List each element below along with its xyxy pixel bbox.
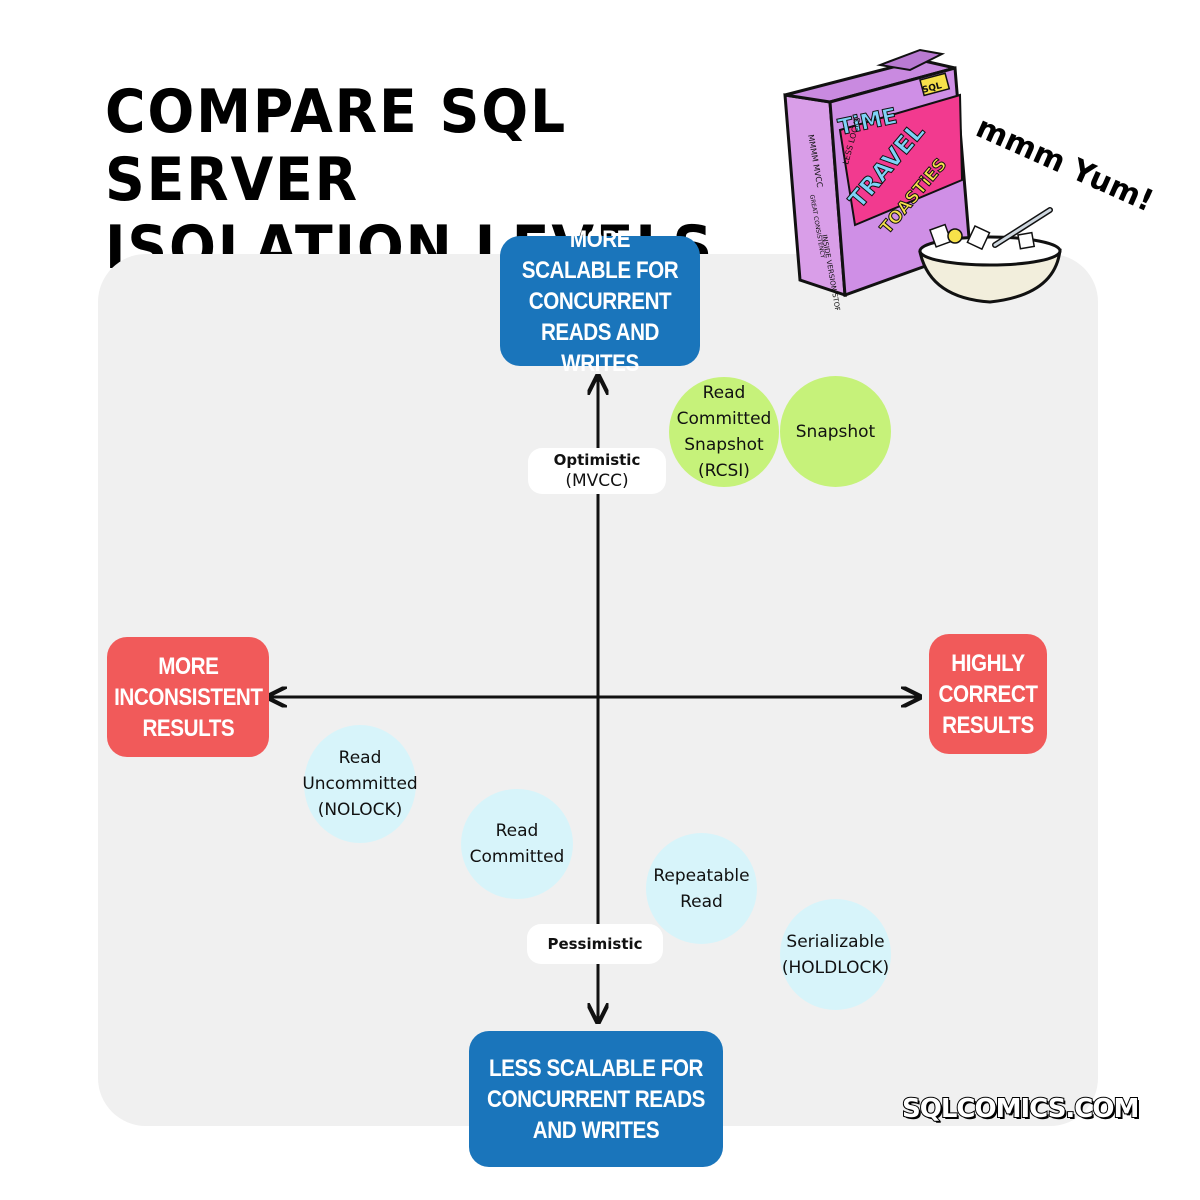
bottom-pole-label: LESS SCALABLE FOR CONCURRENT READS AND W… xyxy=(487,1054,705,1144)
pessimistic-label: Pessimistic xyxy=(527,924,663,964)
level-read-uncommitted: Read Uncommitted (NOLOCK) xyxy=(302,725,418,843)
mvcc-text: (MVCC) xyxy=(565,471,629,491)
bottom-pole-less-scalable: LESS SCALABLE FOR CONCURRENT READS AND W… xyxy=(469,1031,723,1167)
level-repeatable-read: Repeatable Read xyxy=(646,833,757,944)
level-snapshot: Snapshot xyxy=(780,376,891,487)
pessimistic-text: Pessimistic xyxy=(547,935,643,953)
top-pole-more-scalable: MORE SCALABLE FOR CONCURRENT READS AND W… xyxy=(500,226,700,377)
level-serializable: Serializable (HOLDLOCK) xyxy=(780,899,891,1010)
optimistic-text: Optimistic xyxy=(553,451,641,469)
left-pole-inconsistent: MORE INCONSISTENT RESULTS xyxy=(107,637,269,757)
optimistic-label: Optimistic (MVCC) xyxy=(528,448,666,494)
level-rcsi: Read Committed Snapshot (RCSI) xyxy=(669,377,779,487)
title-line-1: COMPARE SQL SERVER xyxy=(105,77,568,215)
cereal-box-illustration: TiME TRAVEL TOASTiES SQL MMMM MVCC LESS … xyxy=(783,48,1062,310)
top-pole-label: MORE SCALABLE FOR CONCURRENT READS AND W… xyxy=(521,225,679,377)
level-read-committed: Read Committed xyxy=(461,789,573,899)
site-watermark: SQLCOMICS.COM xyxy=(901,1093,1140,1125)
right-pole-correct: HIGHLY CORRECT RESULTS xyxy=(929,634,1047,754)
right-pole-label: HIGHLY CORRECT RESULTS xyxy=(938,649,1038,739)
left-pole-label: MORE INCONSISTENT RESULTS xyxy=(113,652,263,742)
